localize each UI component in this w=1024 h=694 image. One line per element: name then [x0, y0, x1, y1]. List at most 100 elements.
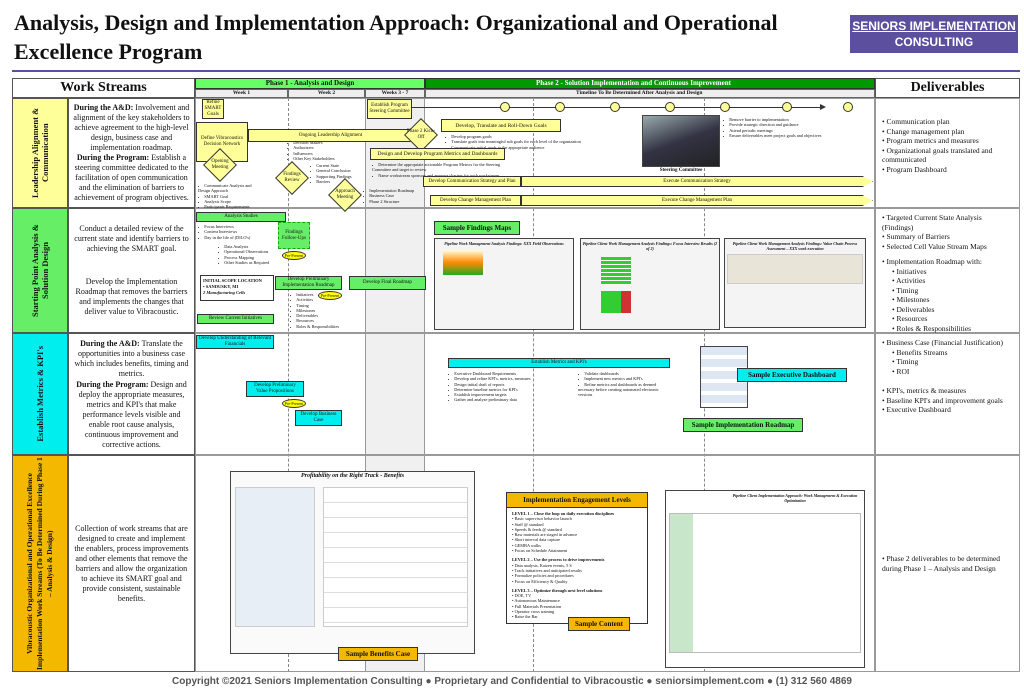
row-implementation: [195, 455, 875, 672]
engagement-level-item: • Raw materials are staged in advance: [512, 532, 578, 538]
week-divider: [533, 98, 534, 672]
develop-understanding-financials: Develop Understanding of Relevant Financ…: [196, 335, 274, 349]
engagement-level-item: • Short interval data capture: [512, 537, 561, 543]
engagement-level-item: • Basic supervisor behavior launch: [512, 516, 572, 522]
approach-meeting-milestone: Approach Meeting: [328, 178, 362, 212]
develop-value-propositions: Develop Preliminary Value Propositions: [246, 381, 304, 397]
arrow-right-icon: [820, 104, 826, 110]
develop-business-case: Develop Business Case: [295, 410, 342, 426]
sample-pipeline-image: Pipeline Client Implementation Approach:…: [665, 490, 865, 668]
roll-down-goals: Develop, Translate and Roll-Down Goals: [441, 119, 561, 132]
engagement-level-heading: LEVEL 2 – Use the process to drive impro…: [512, 557, 605, 563]
develop-prelim-roadmap: Develop Preliminary Implementation Roadm…: [275, 276, 342, 290]
analysis-bullets: Focus InterviewsContent InterviewsDay in…: [198, 224, 278, 240]
prelim-roadmap-bullets: InitiativesActivitiesTimingMilestonesDel…: [290, 292, 360, 329]
timeline-milestone-circle: [555, 102, 565, 112]
timeline-milestone-circle: [782, 102, 792, 112]
opening-meeting-milestone: Opening Meeting: [203, 148, 237, 182]
analysis-sub-bullets: Data AnalysisOperational ObservationsPro…: [218, 244, 288, 265]
sample-content-label: Sample Content: [568, 617, 630, 631]
deliverables-metrics: Business Case (Financial Justification)B…: [875, 333, 1020, 455]
findings-review-milestone: Findings Review: [275, 161, 309, 195]
steering-bullets: Remove barrier to implementationProvide …: [723, 117, 833, 138]
footer-copyright: Copyright ©2021 Seniors Implementation C…: [172, 676, 852, 687]
stream-desc-metrics: During the A&D: Translate the opportunit…: [68, 333, 195, 455]
timeline-milestone-circle: [720, 102, 730, 112]
work-streams-header: Work Streams: [12, 78, 195, 98]
pre-present-milestone: Pre-Present: [282, 399, 306, 408]
sample-findings-maps-label: Sample Findings Maps: [434, 221, 520, 235]
execute-comm-strategy: Execute Communication Strategy: [521, 176, 873, 187]
row-leadership: [195, 98, 875, 208]
approach-bullets: Implementation RoadmapBusiness CasePhase…: [363, 188, 423, 204]
timeline-milestone-circle: [500, 102, 510, 112]
engagement-level-item: • Autonomous Maintenance: [512, 598, 560, 604]
establish-bullets-2: Validate dashboardsImplement new metrics…: [578, 371, 668, 397]
engagement-level-item: • Track initiatives and anticipated resu…: [512, 567, 582, 573]
opening-bullets: Communicate Analysis and Design Approach…: [198, 183, 258, 209]
engagement-level-heading: LEVEL 3 – Optimize through next level so…: [512, 587, 603, 593]
timeline-header: Timeline To Be Determined After Analysis…: [425, 89, 875, 98]
week3-header: Weeks 3 - 7: [365, 89, 425, 98]
phase2-header: Phase 2 - Solution Implementation and Co…: [425, 78, 875, 89]
sample-implementation-roadmap-label: Sample Implementation Roadmap: [683, 418, 803, 432]
deliverables-header: Deliverables: [875, 78, 1020, 98]
phase2-kickoff-milestone: Phase 2 Kick-Off: [404, 118, 438, 152]
engagement-level-item: • Operator cross training: [512, 609, 555, 615]
findings-bullets: Current StateGeneral ConclusionSupportin…: [310, 163, 370, 184]
stream-desc-starting-point: Conduct a detailed review of the current…: [68, 208, 195, 333]
stream-label-starting-point: Starting Point Analysis & Solution Desig…: [12, 208, 68, 333]
stream-label-implementation: Vibracoustic Organizational and Operatio…: [12, 455, 68, 672]
pre-present-milestone: Pre-Present: [318, 291, 342, 300]
decision-network-bullets: Decision MakersAuthorizersInfluencersOth…: [287, 140, 357, 161]
engagement-level-heading: LEVEL 1 – Close the loop on daily execut…: [512, 511, 615, 516]
develop-change-plan: Develop Change Management Plan: [430, 195, 521, 206]
sample-executive-dashboard-label: Sample Executive Dashboard: [737, 368, 847, 382]
timeline-milestone-circle: [843, 102, 853, 112]
stream-label-metrics: Establish Metrics & KPI's: [12, 333, 68, 455]
design-metrics-dashboards: Design and Develop Program Metrics and D…: [370, 148, 505, 160]
review-current-initiatives: Review Current Initiatives: [197, 314, 274, 324]
engagement-level-item: • Staff @ standard: [512, 521, 544, 527]
sample-benefits-image: Profitability on the Right Track - Benef…: [230, 471, 475, 654]
sample-findings-map-2: Pipeline Client Work Management Analysis…: [580, 238, 720, 330]
analysis-studies: Analysis Studies: [196, 212, 286, 222]
stream-desc-leadership: During the A&D: Involvement and alignmen…: [68, 98, 195, 208]
roll-down-bullets: Develop program goalsTranslate goals int…: [445, 134, 625, 150]
sample-findings-map-1: Pipeline Work Management Analysis Findin…: [434, 238, 574, 330]
pre-present-milestone: Pre-Present: [282, 251, 306, 260]
sample-benefits-case-label: Sample Benefits Case: [338, 647, 418, 661]
execute-change-plan: Execute Change Management Plan: [521, 195, 873, 206]
engagement-level-item: • DOE, TV: [512, 593, 532, 599]
stream-label-leadership: Leadership Alignment & Communication: [12, 98, 68, 208]
deliverables-implementation: Phase 2 deliverables to be determined du…: [875, 455, 1020, 672]
engagement-level-item: • Raise the Bar: [512, 614, 538, 620]
divider: [12, 70, 1020, 72]
page-title: Analysis, Design and Implementation Appr…: [14, 10, 778, 64]
ongoing-leadership-alignment: Ongoing Leadership Alignment: [248, 129, 413, 142]
row-metrics: [195, 333, 875, 455]
findings-follow-ups: Findings Follow-Ups: [278, 222, 310, 249]
establish-metrics-kpis: Establish Metrics and KPI's: [448, 358, 670, 368]
row-starting-point: [195, 208, 875, 333]
engagement-level-item: • Full Materials Presentation: [512, 603, 562, 609]
timeline-milestone-circle: [665, 102, 675, 112]
refine-smart-goals: Refine SMART Goals: [202, 99, 224, 119]
steering-committee-photo: [642, 115, 720, 167]
develop-final-roadmap: Develop Final Roadmap: [349, 276, 426, 290]
develop-comm-strategy: Develop Communication Strategy and Plan: [423, 176, 521, 187]
deliverables-starting-point: Targeted Current State Analysis (Finding…: [875, 208, 1020, 333]
engagement-levels-panel: Implementation Engagement Levels LEVEL 1…: [506, 492, 648, 624]
week2-header: Week 2: [288, 89, 365, 98]
sample-findings-map-3: Pipeline Client Work Management Analysis…: [724, 238, 866, 328]
metrics-bullets: Determine the appropriate actionable Pro…: [372, 162, 512, 178]
phase1-header: Phase 1 - Analysis and Design: [195, 78, 425, 89]
establish-steering-committee: Establish Program Steering Committee: [367, 99, 412, 119]
engagement-level-item: • Focus on Schedule Attainment: [512, 548, 568, 554]
week1-header: Week 1: [195, 89, 288, 98]
engagement-level-item: • Speeds & feeds @ standard: [512, 526, 562, 532]
steering-committee-caption: Steering Committee: [659, 168, 703, 173]
engagement-levels-title: Implementation Engagement Levels: [507, 493, 647, 508]
